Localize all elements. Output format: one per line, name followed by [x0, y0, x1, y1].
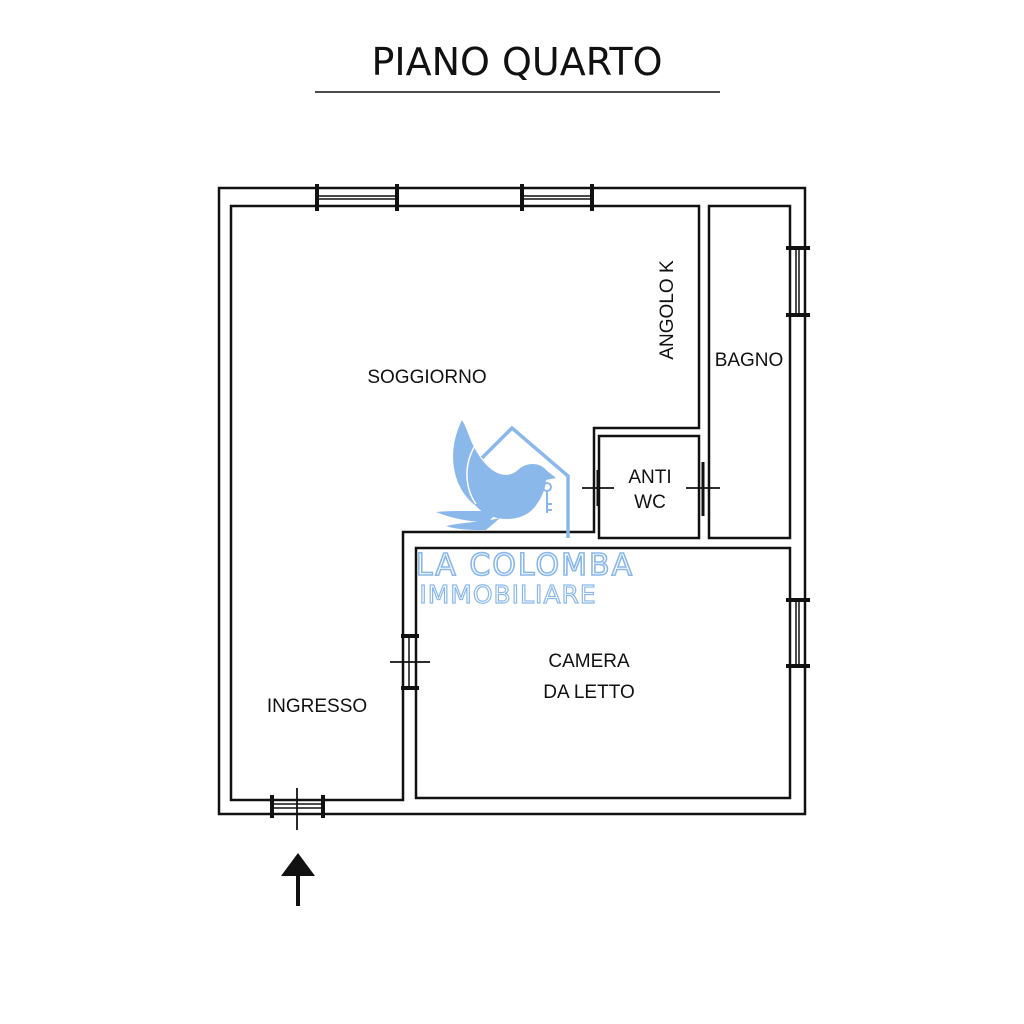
- room-label-wc-line2: WC: [634, 492, 666, 513]
- watermark-brand-line2: IMMOBILIARE: [419, 580, 596, 609]
- arrow-up-icon: [281, 853, 315, 906]
- outer-wall: [217, 186, 807, 816]
- room-label-ingresso: INGRESSO: [267, 696, 367, 717]
- window-top-right: [520, 184, 594, 211]
- door-camera: [390, 634, 430, 690]
- door-bagno: [686, 462, 720, 516]
- room-label-anti-line1: ANTI: [628, 467, 671, 488]
- living-inner-wall: [229, 204, 701, 802]
- window-camera: [786, 598, 810, 668]
- doors: [270, 462, 720, 830]
- windows: [315, 184, 810, 668]
- room-label-soggiorno: SOGGIORNO: [367, 367, 486, 388]
- watermark-brand-line1: LA COLOMBA: [416, 548, 634, 583]
- room-label-bagno: BAGNO: [715, 350, 784, 371]
- camera-wall: [414, 546, 792, 800]
- window-bagno: [786, 246, 810, 317]
- plan-title: PIANO QUARTO: [371, 40, 662, 84]
- room-label-camera-line1: CAMERA: [548, 651, 630, 672]
- window-top-left: [315, 184, 399, 211]
- room-labels: SOGGIORNO ANGOLO K BAGNO ANTI WC CAMERA …: [267, 260, 783, 717]
- dove-house-key-logo: [436, 420, 570, 538]
- room-label-camera-line2: DA LETTO: [543, 682, 635, 703]
- door-entrance: [270, 788, 325, 830]
- bagno-wall: [707, 204, 792, 540]
- room-label-angolo-k: ANGOLO K: [657, 260, 678, 360]
- door-anti-wc-left: [582, 470, 614, 506]
